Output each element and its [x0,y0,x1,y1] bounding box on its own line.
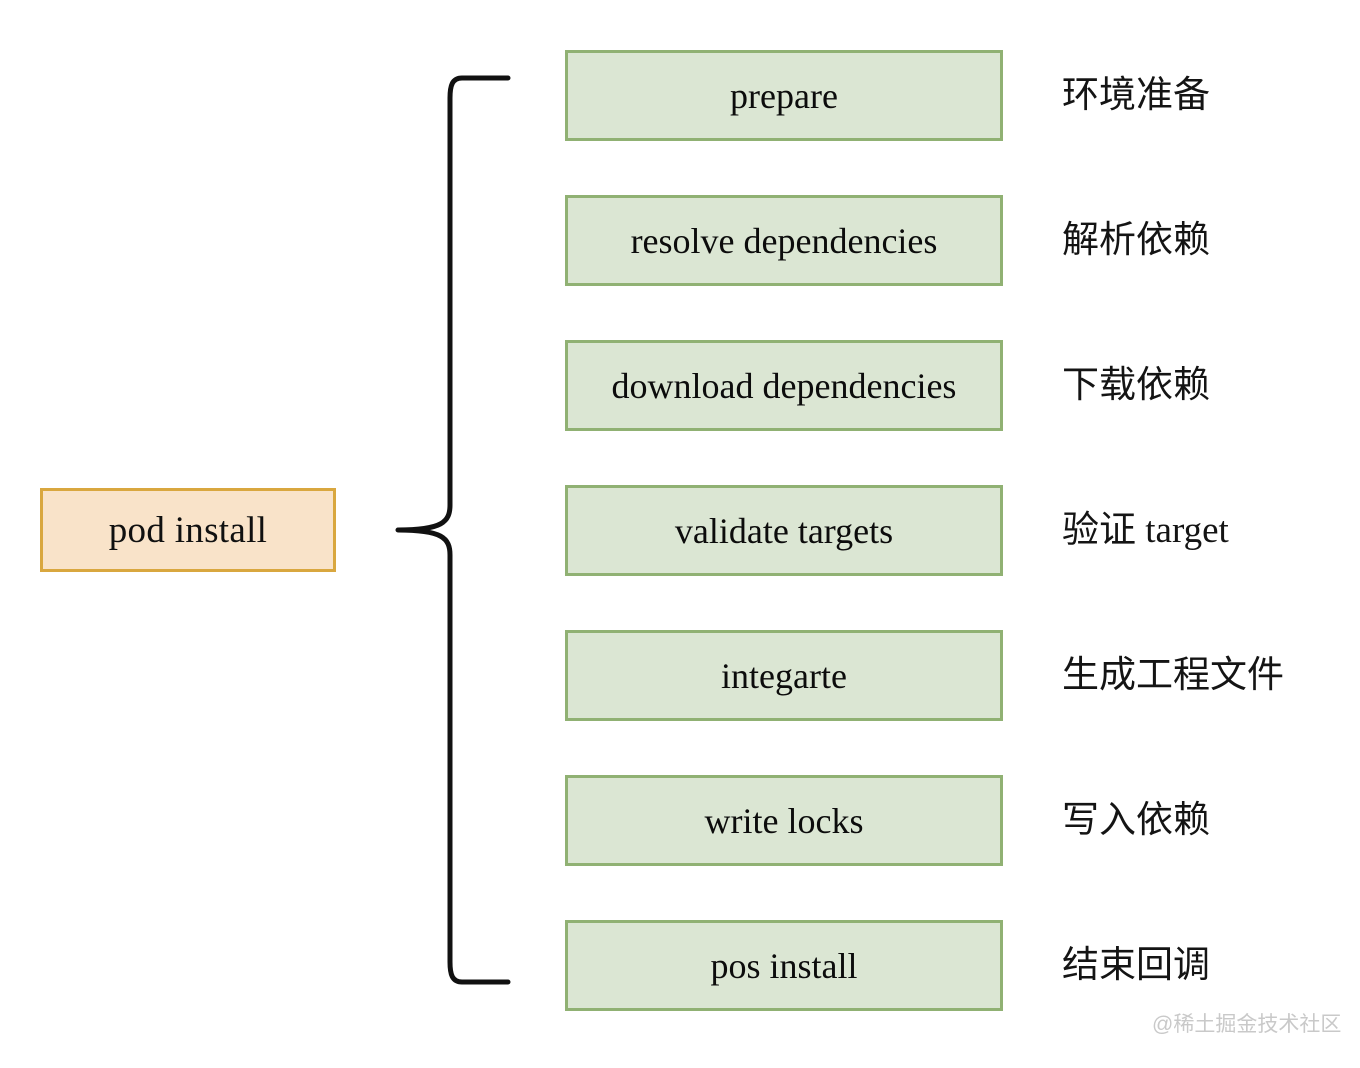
watermark: @稀土掘金技术社区 [1152,1013,1342,1036]
stage-box-integarte[interactable]: integarte [565,630,1003,721]
stage-note-pos-install: 结束回调 [1062,945,1210,986]
stage-note-download-dependencies: 下载依赖 [1062,365,1210,406]
curly-brace-connector [395,75,511,985]
stage-note-integarte: 生成工程文件 [1062,655,1284,696]
root-node-label: pod install [108,509,268,551]
stage-label: integarte [721,655,847,696]
stage-box-write-locks[interactable]: write locks [565,775,1003,866]
stage-label: pos install [710,945,858,986]
stage-label: write locks [704,800,864,841]
stage-box-download-dependencies[interactable]: download dependencies [565,340,1003,431]
stage-box-pos-install[interactable]: pos install [565,920,1003,1011]
stage-box-prepare[interactable]: prepare [565,50,1003,141]
stage-label: download dependencies [611,365,957,406]
stage-note-write-locks: 写入依赖 [1062,800,1210,841]
root-node-pod-install[interactable]: pod install [40,488,336,572]
stage-label: resolve dependencies [630,220,938,261]
stage-note-validate-targets: 验证 target [1062,510,1229,551]
stage-note-prepare: 环境准备 [1062,75,1210,116]
stage-box-validate-targets[interactable]: validate targets [565,485,1003,576]
stage-box-resolve-dependencies[interactable]: resolve dependencies [565,195,1003,286]
stage-label: prepare [730,75,838,116]
stage-label: validate targets [674,510,894,551]
stage-note-resolve-dependencies: 解析依赖 [1062,220,1210,261]
